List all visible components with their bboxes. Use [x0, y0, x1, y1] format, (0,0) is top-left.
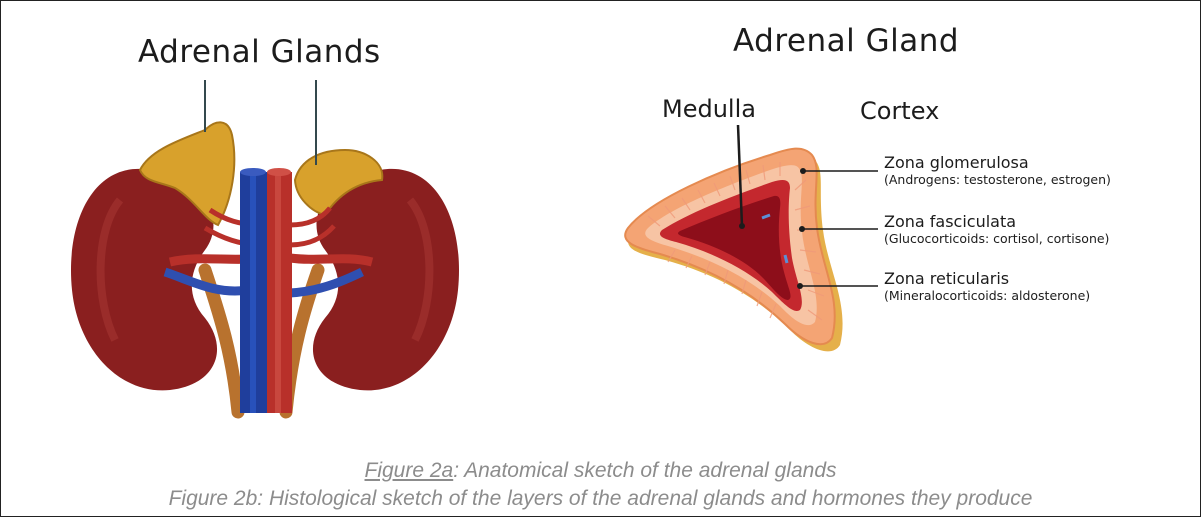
zone-name: Zona fasciculata: [884, 213, 1109, 231]
zone-fasciculata-label: Zona fasciculata (Glucocorticoids: corti…: [884, 213, 1109, 246]
zone-name: Zona reticularis: [884, 270, 1090, 288]
medulla-label: Medulla: [662, 95, 756, 123]
zone-glomerulosa-label: Zona glomerulosa (Androgens: testosteron…: [884, 154, 1111, 187]
caption-figure-2a: Figure 2a: Anatomical sketch of the adre…: [0, 459, 1201, 483]
zone-name: Zona glomerulosa: [884, 154, 1111, 172]
right-renal-artery: [290, 258, 372, 262]
caption-figure-2a-text: : Anatomical sketch of the adrenal gland…: [453, 459, 836, 482]
cortex-label: Cortex: [860, 97, 939, 125]
left-figure-title: Adrenal Glands: [138, 34, 381, 70]
zone-hormones: (Glucocorticoids: cortisol, cortisone): [884, 231, 1109, 246]
right-figure-title: Adrenal Gland: [733, 23, 959, 59]
zone-hormones: (Androgens: testosterone, estrogen): [884, 172, 1111, 187]
caption-figure-2b: Figure 2b: Histological sketch of the la…: [0, 487, 1201, 511]
zone-reticularis-label: Zona reticularis (Mineralocorticoids: al…: [884, 270, 1090, 303]
zone-hormones: (Mineralocorticoids: aldosterone): [884, 288, 1090, 303]
caption-figure-2a-label: Figure 2a: [365, 459, 454, 482]
